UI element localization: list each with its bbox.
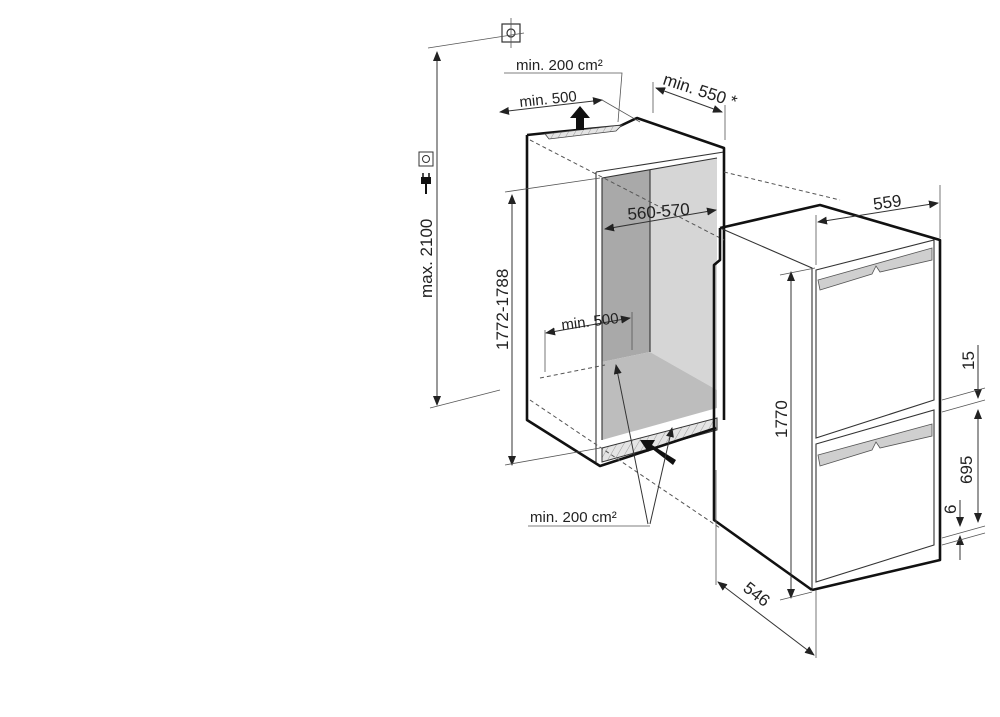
label-door-gap: 15 — [959, 351, 978, 370]
label-vent-bottom-width: min. 500 — [560, 310, 619, 334]
label-niche-height: 1772-1788 — [493, 269, 512, 350]
top-vent-slot — [544, 124, 624, 140]
upper-door-handle — [817, 247, 933, 291]
label-bottom-offset: 6 — [941, 505, 960, 514]
label-appliance-depth: 546 — [740, 578, 774, 610]
bottom-vent-grille — [601, 417, 718, 463]
label-vent-top-width: min. 500 — [519, 88, 578, 111]
label-max-height: max. 2100 — [417, 219, 436, 298]
label-appliance-width: 559 — [872, 191, 903, 214]
label-vent-top-area: min. 200 cm² — [516, 57, 603, 74]
label-lower-door-height: 695 — [957, 456, 976, 484]
niche-interior-left-wall — [602, 170, 650, 362]
label-appliance-height: 1770 — [772, 400, 791, 438]
niche-interior-floor — [602, 352, 717, 440]
airflow-in-arrow — [640, 440, 676, 465]
airflow-out-arrow — [570, 106, 590, 130]
label-vent-bottom-area: min. 200 cm² — [530, 509, 617, 526]
label-niche-depth: min. 550 * — [661, 70, 740, 112]
plug-icon — [421, 173, 431, 194]
power-socket-icon — [418, 151, 434, 167]
appliance-fridge — [712, 203, 942, 592]
niche-interior-back-wall — [650, 158, 717, 390]
water-connection-icon — [501, 18, 521, 48]
lower-door-handle — [817, 423, 933, 467]
